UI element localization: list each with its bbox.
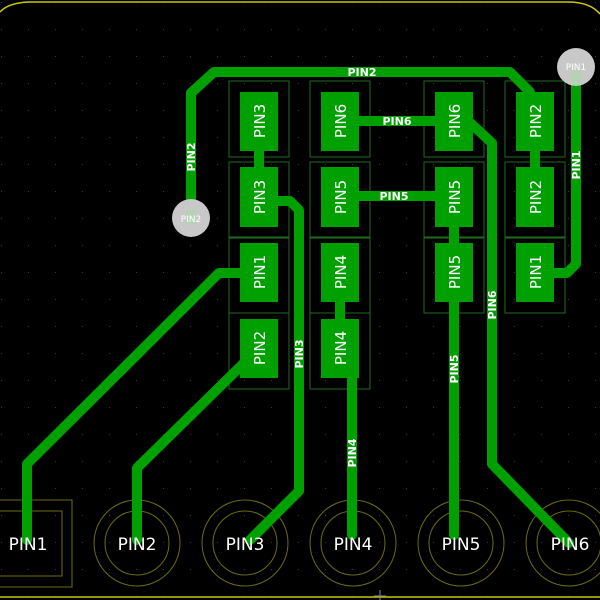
track-label: PIN4 xyxy=(346,438,359,467)
pad-label: PIN2 xyxy=(527,104,545,138)
pad-label: PIN1 xyxy=(527,255,545,289)
pad-label: PIN5 xyxy=(332,180,350,214)
track-label: PIN6 xyxy=(486,290,499,319)
origin-marker-icon xyxy=(374,590,386,600)
track-label: PIN5 xyxy=(448,354,461,383)
track-pin2 xyxy=(132,357,250,545)
copper-tracks[interactable] xyxy=(22,67,581,548)
connector-labels: PIN1 PIN2 PIN3 PIN4 PIN5 PIN6 xyxy=(9,535,590,555)
pad-label: PIN2 xyxy=(251,331,269,365)
connector-pin4[interactable]: PIN4 xyxy=(334,535,373,555)
track-label: PIN1 xyxy=(570,150,583,179)
connector-pin2[interactable]: PIN2 xyxy=(118,535,157,555)
via-label: PIN1 xyxy=(566,63,587,73)
connector-pin5[interactable]: PIN5 xyxy=(442,535,481,555)
track-labels: PIN2 PIN2 PIN6 PIN5 PIN1 PIN3 PIN4 PIN5 … xyxy=(185,66,583,468)
pad-a1 xyxy=(240,92,278,151)
pad-c2 xyxy=(435,167,473,227)
pad-a3 xyxy=(240,243,278,302)
track-pin1-right xyxy=(540,70,581,278)
track-pin3 xyxy=(245,196,304,545)
via-pin1[interactable]: PIN1 xyxy=(557,48,595,86)
pad-a4 xyxy=(240,319,278,378)
track-pin1 xyxy=(22,268,250,545)
pad-labels: PIN3 PIN3 PIN1 PIN2 PIN6 PIN5 PIN4 PIN4 … xyxy=(251,104,545,365)
pad-label: PIN1 xyxy=(251,255,269,289)
pad-label: PIN6 xyxy=(446,104,464,138)
pad-c3 xyxy=(435,243,473,302)
smd-pads[interactable] xyxy=(240,92,554,378)
pad-b2 xyxy=(321,167,359,227)
pad-label: PIN3 xyxy=(251,104,269,138)
pad-d1 xyxy=(516,92,554,151)
track-pin6-v xyxy=(460,113,574,548)
connector-pin3[interactable]: PIN3 xyxy=(226,535,265,555)
connector-pin1[interactable]: PIN1 xyxy=(9,535,48,555)
track-label: PIN6 xyxy=(382,115,411,128)
track-label: PIN5 xyxy=(379,190,408,203)
pad-label: PIN2 xyxy=(527,180,545,214)
pad-b3 xyxy=(321,243,359,302)
pad-b1 xyxy=(321,92,359,151)
pad-label: PIN5 xyxy=(446,255,464,289)
pad-label: PIN3 xyxy=(251,180,269,214)
track-label: PIN2 xyxy=(347,66,376,79)
via-pin2[interactable]: PIN2 xyxy=(172,199,210,237)
pad-label: PIN4 xyxy=(332,331,350,365)
pad-d2 xyxy=(516,167,554,227)
pad-label: PIN6 xyxy=(332,104,350,138)
pad-c1 xyxy=(435,92,473,151)
pad-d3 xyxy=(516,243,554,302)
via-label: PIN2 xyxy=(181,215,202,225)
pad-label: PIN5 xyxy=(446,180,464,214)
track-label: PIN2 xyxy=(185,142,198,171)
connector-pin6[interactable]: PIN6 xyxy=(551,535,590,555)
pad-b4 xyxy=(321,319,359,378)
pad-label: PIN4 xyxy=(332,255,350,289)
track-label: PIN3 xyxy=(293,339,306,368)
pad-a2 xyxy=(240,167,278,227)
